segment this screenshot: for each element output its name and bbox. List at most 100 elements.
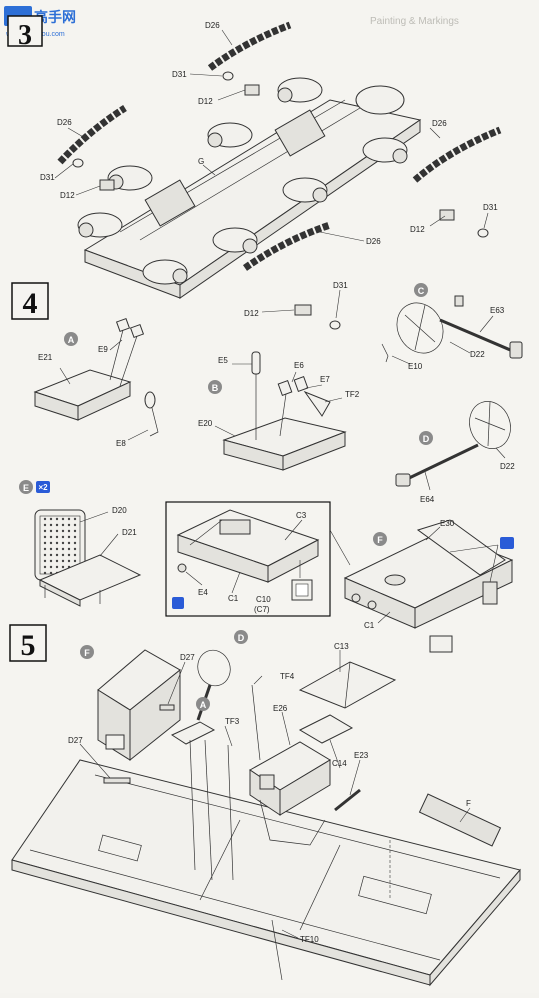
inset-frame: [165, 501, 331, 617]
quantity-badge: [36, 481, 50, 493]
label-E4: E4: [198, 588, 208, 597]
step-number: 5: [21, 629, 36, 662]
leaf-spring-left: [57, 105, 127, 165]
callout-F: [373, 532, 387, 546]
engine-E26: [249, 741, 331, 846]
label-E10: E10: [408, 362, 423, 371]
label-D31-top: D31: [172, 70, 187, 79]
floor-pan: [11, 759, 521, 987]
callout-E: [19, 480, 33, 494]
step-number-box: [11, 282, 49, 320]
label-E20: E20: [198, 419, 213, 428]
suspension-units: [77, 77, 408, 285]
label-TF2: TF2: [345, 390, 360, 399]
svg-text:E: E: [23, 483, 29, 493]
label-D12-bottom: D12: [244, 309, 259, 318]
label-TF10: TF10: [300, 935, 319, 944]
watermark: 高手网 www.gaoshou.com Painting & Markings: [4, 6, 459, 38]
label-D12-top: D12: [198, 97, 213, 106]
label-E30: E30: [440, 519, 455, 528]
label-C14: C14: [332, 759, 347, 768]
part-D27-b: [103, 777, 131, 784]
subassembly-F: F E30 C1: [343, 519, 514, 653]
bulkhead-F: [97, 649, 181, 762]
svg-text:D: D: [238, 633, 245, 643]
svg-text:A: A: [68, 335, 75, 345]
steering-column-D: [404, 443, 479, 482]
label-E26: E26: [273, 704, 288, 713]
step-number: 3: [18, 20, 32, 51]
subassembly-E-seat: E ×2 D20 D21: [19, 480, 142, 607]
label-E64: E64: [420, 495, 435, 504]
part-D27-a: [159, 704, 175, 711]
callout-D: [419, 431, 433, 445]
callout-A: [64, 332, 78, 346]
watermark-site-text: 高手网: [34, 9, 76, 25]
svg-text:F: F: [84, 648, 90, 658]
label-E9: E9: [98, 345, 108, 354]
step-4: 4 A E9 E21 E8 B: [11, 282, 523, 653]
svg-text:C: C: [418, 286, 425, 296]
paint-brush-icon: [172, 597, 184, 609]
leaf-springs: [57, 21, 502, 271]
label-D26-top: D26: [205, 21, 220, 30]
shackles-and-washers: [72, 71, 489, 330]
label-D20: D20: [112, 506, 127, 515]
label-TF4: TF4: [280, 672, 295, 681]
chassis-frame: [77, 77, 422, 299]
label-E6: E6: [294, 361, 304, 370]
callout-A: [196, 697, 210, 711]
leaf-spring-right: [412, 126, 502, 183]
step-3: 3: [7, 15, 502, 330]
label-D22-C: D22: [470, 350, 485, 359]
callout-C: [414, 283, 428, 297]
part-E23: [334, 788, 361, 812]
label-F: F: [466, 799, 471, 808]
steering-wheel-D: [469, 401, 511, 449]
step-number: 4: [23, 287, 38, 320]
label-C13: C13: [334, 642, 349, 651]
svg-text:B: B: [212, 383, 219, 393]
label-E63: E63: [490, 306, 505, 315]
inset-box: C3 E4 C1 C10 (C7): [165, 501, 351, 617]
step-5: 5 F D A: [9, 624, 521, 987]
subassembly-D-steering: D D22 E64: [395, 401, 515, 504]
label-D27-a: D27: [180, 653, 195, 662]
seat-back-pattern: [39, 515, 81, 575]
callout-B: [208, 380, 222, 394]
label-D26-left: D26: [57, 118, 72, 127]
steering-wheel-C: [396, 302, 444, 354]
label-E5: E5: [218, 356, 228, 365]
subassembly-A-pedals: A E9 E21 E8: [33, 317, 159, 448]
svg-text:F: F: [377, 535, 383, 545]
step-number-box: [9, 624, 47, 662]
label-G: G: [198, 157, 204, 166]
label-D26-bottom: D26: [366, 237, 381, 246]
leader-lines-3: [54, 29, 489, 319]
label-D31-left: D31: [40, 173, 55, 182]
step-number-box: [7, 15, 43, 47]
label-D22-D: D22: [500, 462, 515, 471]
label-D31-right: D31: [483, 203, 498, 212]
label-E21: E21: [38, 353, 53, 362]
svg-text:A: A: [200, 700, 207, 710]
steering-column-C: [439, 318, 516, 354]
subassembly-B: B E5 E6 E7 TF2 E20: [198, 351, 360, 471]
label-D31-bottom: D31: [333, 281, 348, 290]
label-D12-left: D12: [60, 191, 75, 200]
svg-text:D: D: [423, 434, 430, 444]
label-E23: E23: [354, 751, 369, 760]
label-C3: C3: [296, 511, 307, 520]
label-D26-right: D26: [432, 119, 447, 128]
label-C7: (C7): [254, 605, 270, 614]
label-E7: E7: [320, 375, 330, 384]
leaf-spring-bottom: [242, 221, 332, 271]
leaf-spring-top: [207, 21, 292, 71]
callout-F: [80, 645, 94, 659]
label-E8: E8: [116, 439, 126, 448]
label-D27-b: D27: [68, 736, 83, 745]
label-C1-inset: C1: [228, 594, 239, 603]
label-D21: D21: [122, 528, 137, 537]
